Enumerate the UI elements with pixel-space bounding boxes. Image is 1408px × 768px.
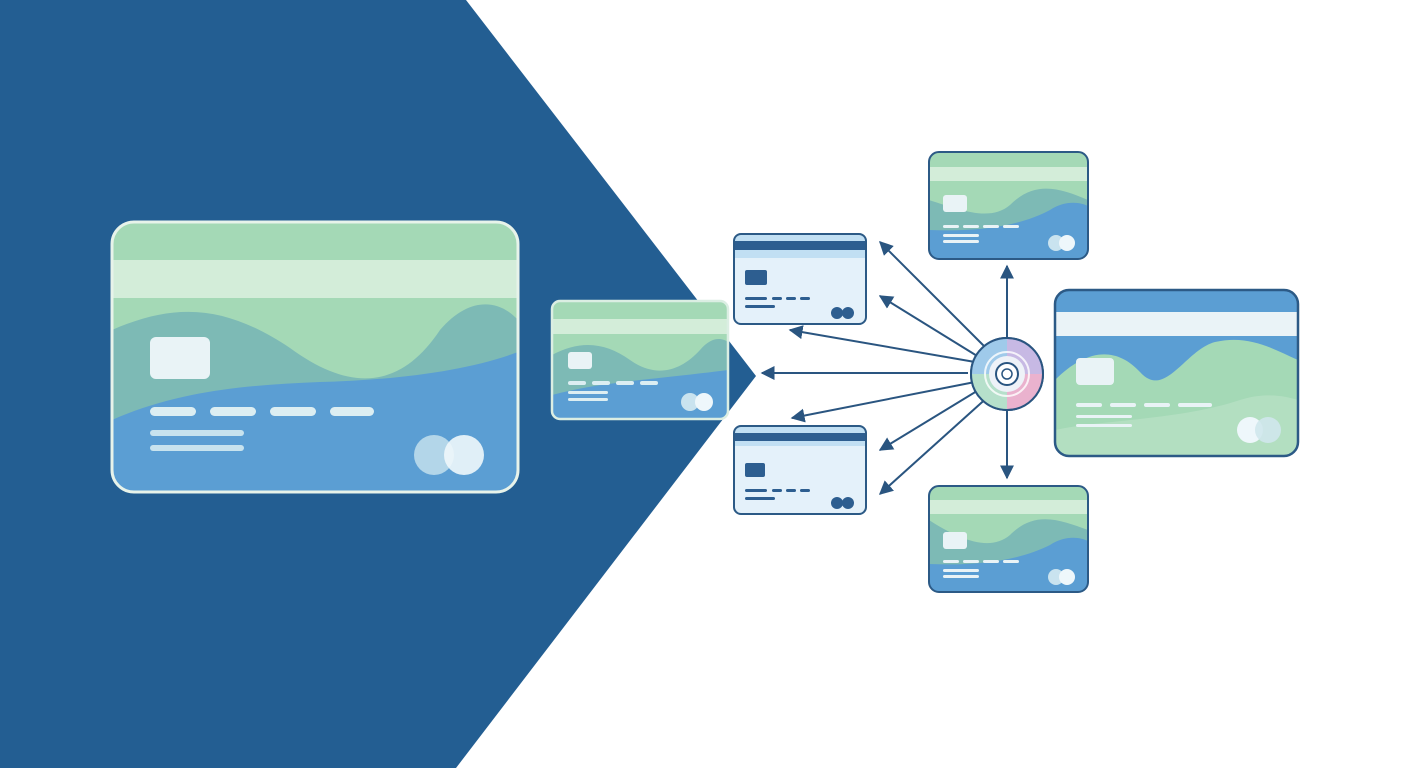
large-right-card [1053, 288, 1300, 458]
arrow-to-mini-top-upper [879, 241, 1001, 363]
overlapping-circles-logo-icon [1237, 417, 1281, 443]
overlapping-circles-logo-icon [681, 393, 713, 411]
overlapping-circles-logo-icon [831, 307, 854, 319]
card-chip-icon [1076, 358, 1114, 385]
mini-card-bottom [733, 425, 867, 515]
overlapping-circles-logo-icon [1048, 235, 1075, 251]
overlapping-circles-logo-icon [414, 435, 484, 475]
radial-hub-icon [970, 337, 1044, 411]
arrow-to-mini-bottom-edge [790, 381, 976, 423]
arrow-to-mini-top-edge [788, 325, 976, 363]
card-chip-icon [745, 463, 765, 477]
card-chip-icon [943, 532, 967, 549]
card-chip-icon [568, 352, 592, 369]
mini-card-top [733, 233, 867, 325]
arrow-to-mini-bottom-lower [878, 385, 1001, 495]
card-chip-icon [150, 337, 210, 379]
card-chip-icon [943, 195, 967, 212]
card-chip-icon [745, 270, 767, 285]
hub-arrows [788, 241, 1014, 495]
large-source-card [110, 220, 520, 494]
top-right-card [928, 151, 1089, 260]
overlapping-circles-logo-icon [1048, 569, 1075, 585]
overlapping-circles-logo-icon [831, 497, 854, 509]
bottom-right-card [928, 485, 1089, 593]
relay-card [550, 299, 730, 421]
